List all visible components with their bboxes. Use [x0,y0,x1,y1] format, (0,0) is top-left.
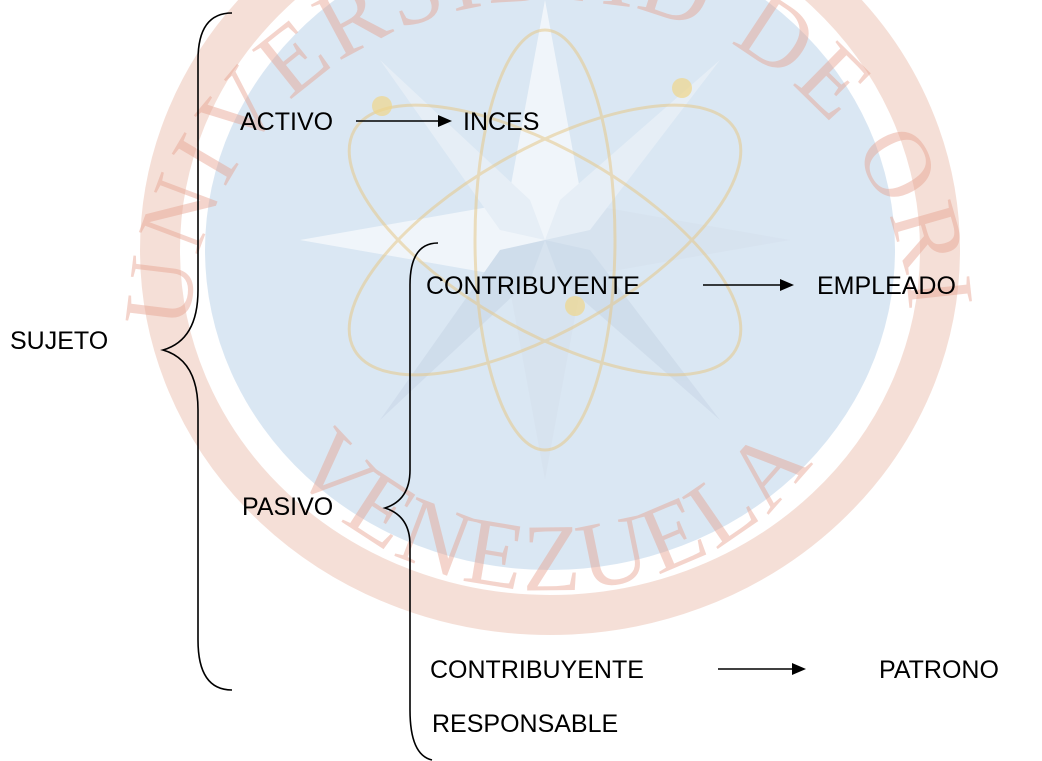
patrono-label: PATRONO [879,656,999,684]
arrow-activo-inces [356,115,452,127]
sujeto-label: SUJETO [10,327,109,355]
pasivo-brace [382,242,439,761]
atom-orbits-icon [347,28,743,452]
sujeto-brace [160,12,233,691]
arrow-contribuyente-empleado [703,279,794,291]
seal-ring [140,0,960,635]
arrow-contribuyente-patrono [718,663,806,675]
pasivo-label: PASIVO [242,493,334,521]
orbit-dots [372,78,692,316]
contribuyente-responsable-line1: CONTRIBUYENTE [430,656,644,684]
contribuyente-responsable-line2: RESPONSABLE [432,710,619,738]
contribuyente-label: CONTRIBUYENTE [426,272,640,300]
inces-label: INCES [463,108,540,136]
activo-label: ACTIVO [240,108,334,136]
empleado-label: EMPLEADO [817,272,956,300]
